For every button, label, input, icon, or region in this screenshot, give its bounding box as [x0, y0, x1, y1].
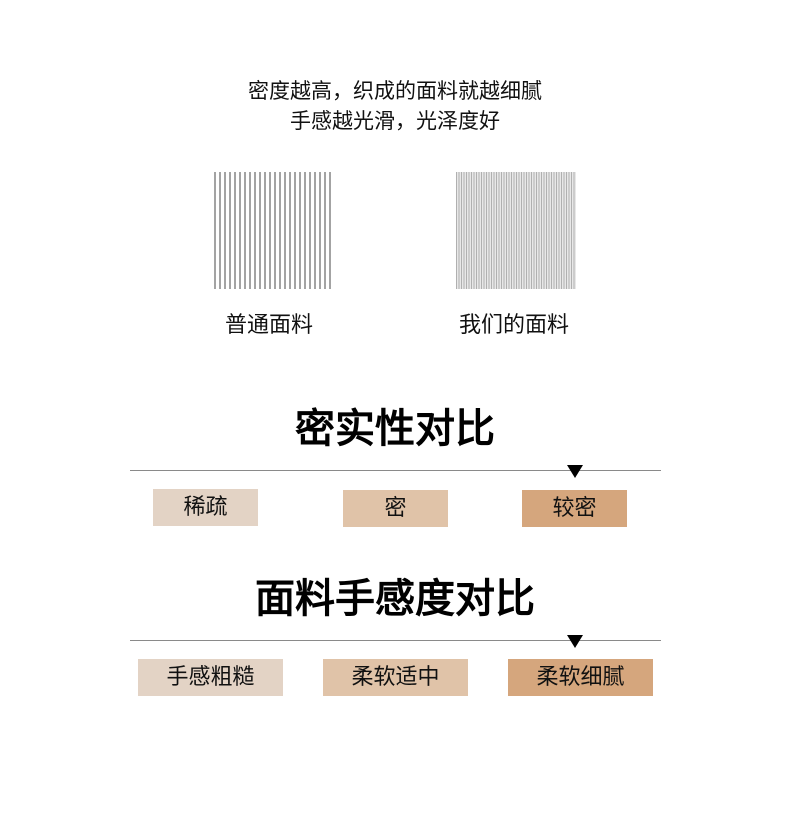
feel-scale-line [130, 640, 661, 641]
density-scale-line [130, 470, 661, 471]
feel-title: 面料手感度对比 [255, 576, 535, 622]
intro-line-1: 密度越高，织成的面料就越细腻 [248, 79, 542, 103]
density-level-sparse: 稀疏 [153, 489, 258, 526]
regular-fabric-swatch [214, 172, 334, 289]
our-fabric-label: 我们的面料 [458, 313, 569, 338]
our-fabric-swatch [456, 172, 576, 289]
regular-fabric-label: 普通面料 [224, 313, 313, 338]
feel-level-moderate: 柔软适中 [323, 659, 468, 696]
feel-level-silky: 柔软细腻 [508, 659, 653, 696]
intro-line-2: 手感越光滑，光泽度好 [290, 109, 500, 133]
density-title: 密实性对比 [295, 406, 495, 452]
feel-level-rough: 手感粗糙 [138, 659, 283, 696]
density-marker-icon [567, 465, 583, 478]
density-level-denser: 较密 [522, 490, 627, 527]
feel-marker-icon [567, 635, 583, 648]
density-level-dense: 密 [343, 490, 448, 527]
